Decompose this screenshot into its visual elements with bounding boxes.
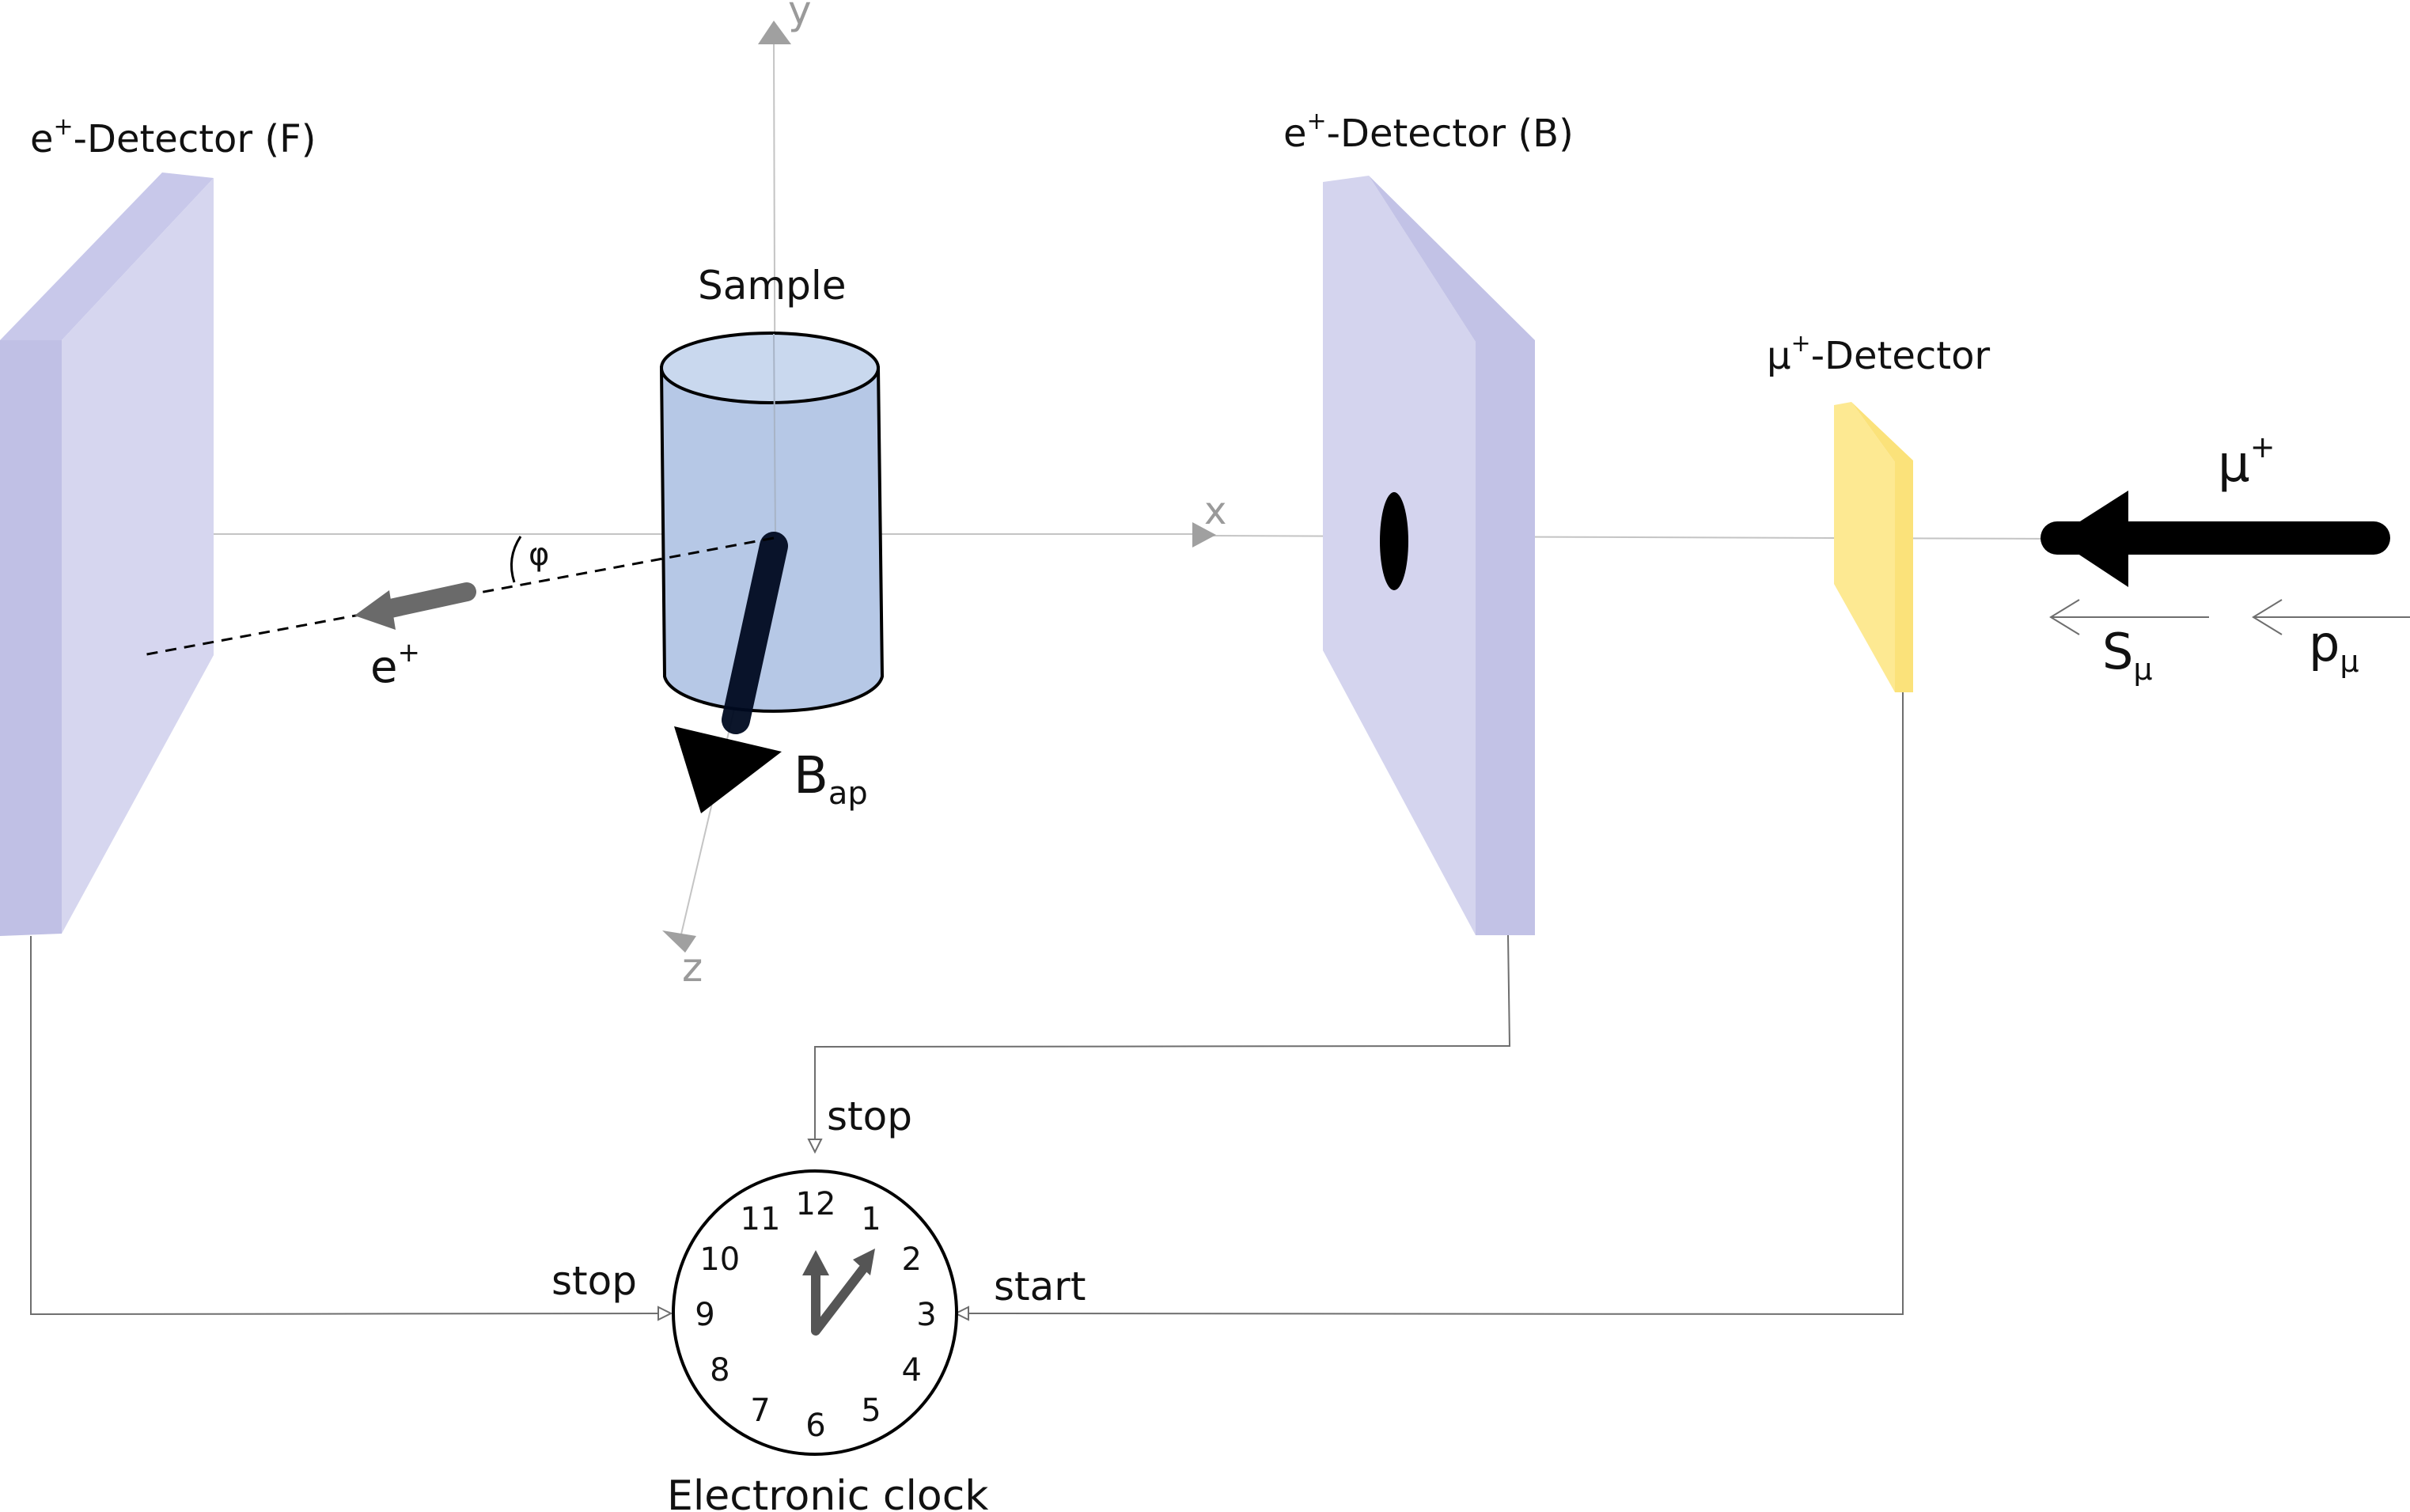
clock-number-4: 4 [901, 1352, 921, 1389]
z-axis-label: z [682, 945, 703, 991]
beam-hole [1380, 492, 1408, 590]
positron-track: φ [142, 536, 775, 657]
stop-label-left: stop [551, 1258, 637, 1304]
y-axis-label: y [788, 0, 812, 33]
sample-label: Sample [698, 263, 846, 309]
angle-label: φ [529, 536, 549, 573]
start-label: start [994, 1264, 1086, 1309]
positron-label: e+ [370, 637, 420, 693]
sample-axis-inside [773, 333, 776, 535]
momentum-arrow [2252, 599, 2410, 635]
angle-arc [510, 536, 522, 583]
spin-label: Sμ [2102, 623, 2153, 687]
detector-f-top [0, 172, 214, 340]
clock-number-9: 9 [695, 1297, 714, 1333]
muon-label: μ+ [2218, 430, 2275, 494]
detector-f-label: e+-Detector (F) [30, 113, 316, 161]
muon-detector-label: μ+-Detector [1767, 330, 1990, 378]
spin-arrow [2049, 599, 2209, 635]
detector-f-face [62, 178, 214, 934]
clock-hands [802, 1249, 875, 1336]
clock-number-12: 12 [796, 1186, 836, 1222]
wire-detector-b-to-clock [815, 934, 1511, 1152]
clock-number-8: 8 [710, 1352, 729, 1389]
clock-number-3: 3 [916, 1297, 936, 1333]
emission-direction-dashed [142, 536, 775, 657]
positron-arrow-head [354, 590, 396, 630]
applied-field-label: Bap [794, 747, 868, 812]
detector-b-label: e+-Detector (B) [1283, 108, 1574, 156]
momentum-label: pμ [2309, 615, 2359, 679]
axes: x y z [127, 0, 2058, 991]
muon-beam-arrow [2041, 491, 2390, 587]
clock-number-11: 11 [741, 1201, 781, 1237]
muon-detector [1834, 402, 1913, 692]
clock-number-10: 10 [699, 1241, 740, 1278]
x-axis-arrowhead [1192, 522, 1216, 548]
x-axis-label: x [1204, 489, 1226, 533]
clock-number-1: 1 [861, 1201, 881, 1237]
wire-detector-f-to-clock [30, 936, 671, 1314]
positron-detector-backward [1323, 176, 1535, 935]
stop-label-top: stop [827, 1093, 912, 1139]
clock-number-5: 5 [861, 1393, 881, 1429]
clock-minute-hand [811, 1265, 867, 1336]
y-axis-arrowhead [758, 21, 791, 44]
clock-number-2: 2 [901, 1241, 921, 1278]
positron-arrow-shaft [370, 582, 476, 620]
muon-detector-side [1851, 402, 1913, 692]
sample-cylinder [659, 332, 885, 713]
detector-b-side [1369, 176, 1535, 935]
detector-f-side [0, 340, 62, 936]
applied-field-arrow [674, 532, 788, 813]
clock-caption: Electronic clock [667, 1472, 988, 1512]
sample-top [660, 332, 880, 404]
z-axis-arrowhead [662, 930, 696, 953]
positron-detector-forward [0, 172, 214, 936]
signal-wires [30, 692, 1904, 1314]
clock-number-6: 6 [805, 1408, 825, 1444]
muon-detector-face [1834, 402, 1895, 692]
wire-muon-detector-to-clock [956, 692, 1904, 1314]
clock-number-7: 7 [750, 1393, 770, 1429]
